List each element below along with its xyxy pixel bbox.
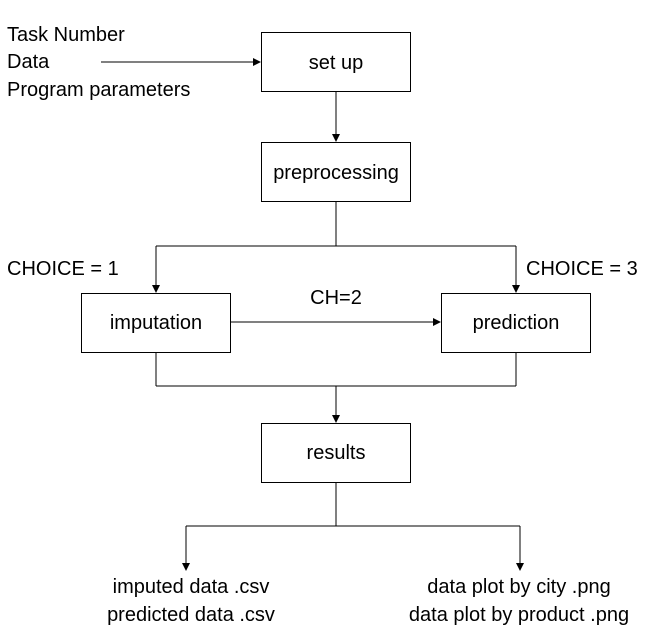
- edge-label-choice-1: CHOICE = 1: [7, 258, 119, 280]
- output-predicted-data-csv: predicted data .csv: [107, 604, 275, 626]
- edge-label-ch-2: CH=2: [310, 287, 362, 309]
- arrowhead-branch-to-imputation: [152, 285, 160, 293]
- arrowhead-setup-to-preprocessing: [332, 134, 340, 142]
- node-setup: set up: [261, 32, 411, 92]
- node-prediction-label: prediction: [473, 312, 560, 334]
- input-data-label: Data: [7, 51, 50, 73]
- node-results: results: [261, 423, 411, 483]
- arrowhead-inputs-to-setup: [253, 58, 261, 66]
- node-imputation-label: imputation: [110, 312, 202, 334]
- arrowhead-imputation-to-prediction: [433, 318, 441, 326]
- node-setup-label: set up: [309, 52, 363, 74]
- node-results-label: results: [307, 442, 366, 464]
- output-plot-by-city-png: data plot by city .png: [427, 576, 610, 598]
- arrowhead-to-left-outputs: [182, 563, 190, 571]
- edge-label-choice-3: CHOICE = 3: [526, 258, 638, 280]
- input-program-parameters-label: Program parameters: [7, 79, 190, 101]
- arrowhead-merge-to-results: [332, 415, 340, 423]
- output-plot-by-product-png: data plot by product .png: [409, 604, 629, 626]
- arrowhead-branch-to-prediction: [512, 285, 520, 293]
- node-preprocessing-label: preprocessing: [273, 162, 399, 184]
- output-imputed-data-csv: imputed data .csv: [113, 576, 270, 598]
- input-task-number-label: Task Number: [7, 24, 125, 46]
- node-prediction: prediction: [441, 293, 591, 353]
- node-imputation: imputation: [81, 293, 231, 353]
- node-preprocessing: preprocessing: [261, 142, 411, 202]
- arrowhead-to-right-outputs: [516, 563, 524, 571]
